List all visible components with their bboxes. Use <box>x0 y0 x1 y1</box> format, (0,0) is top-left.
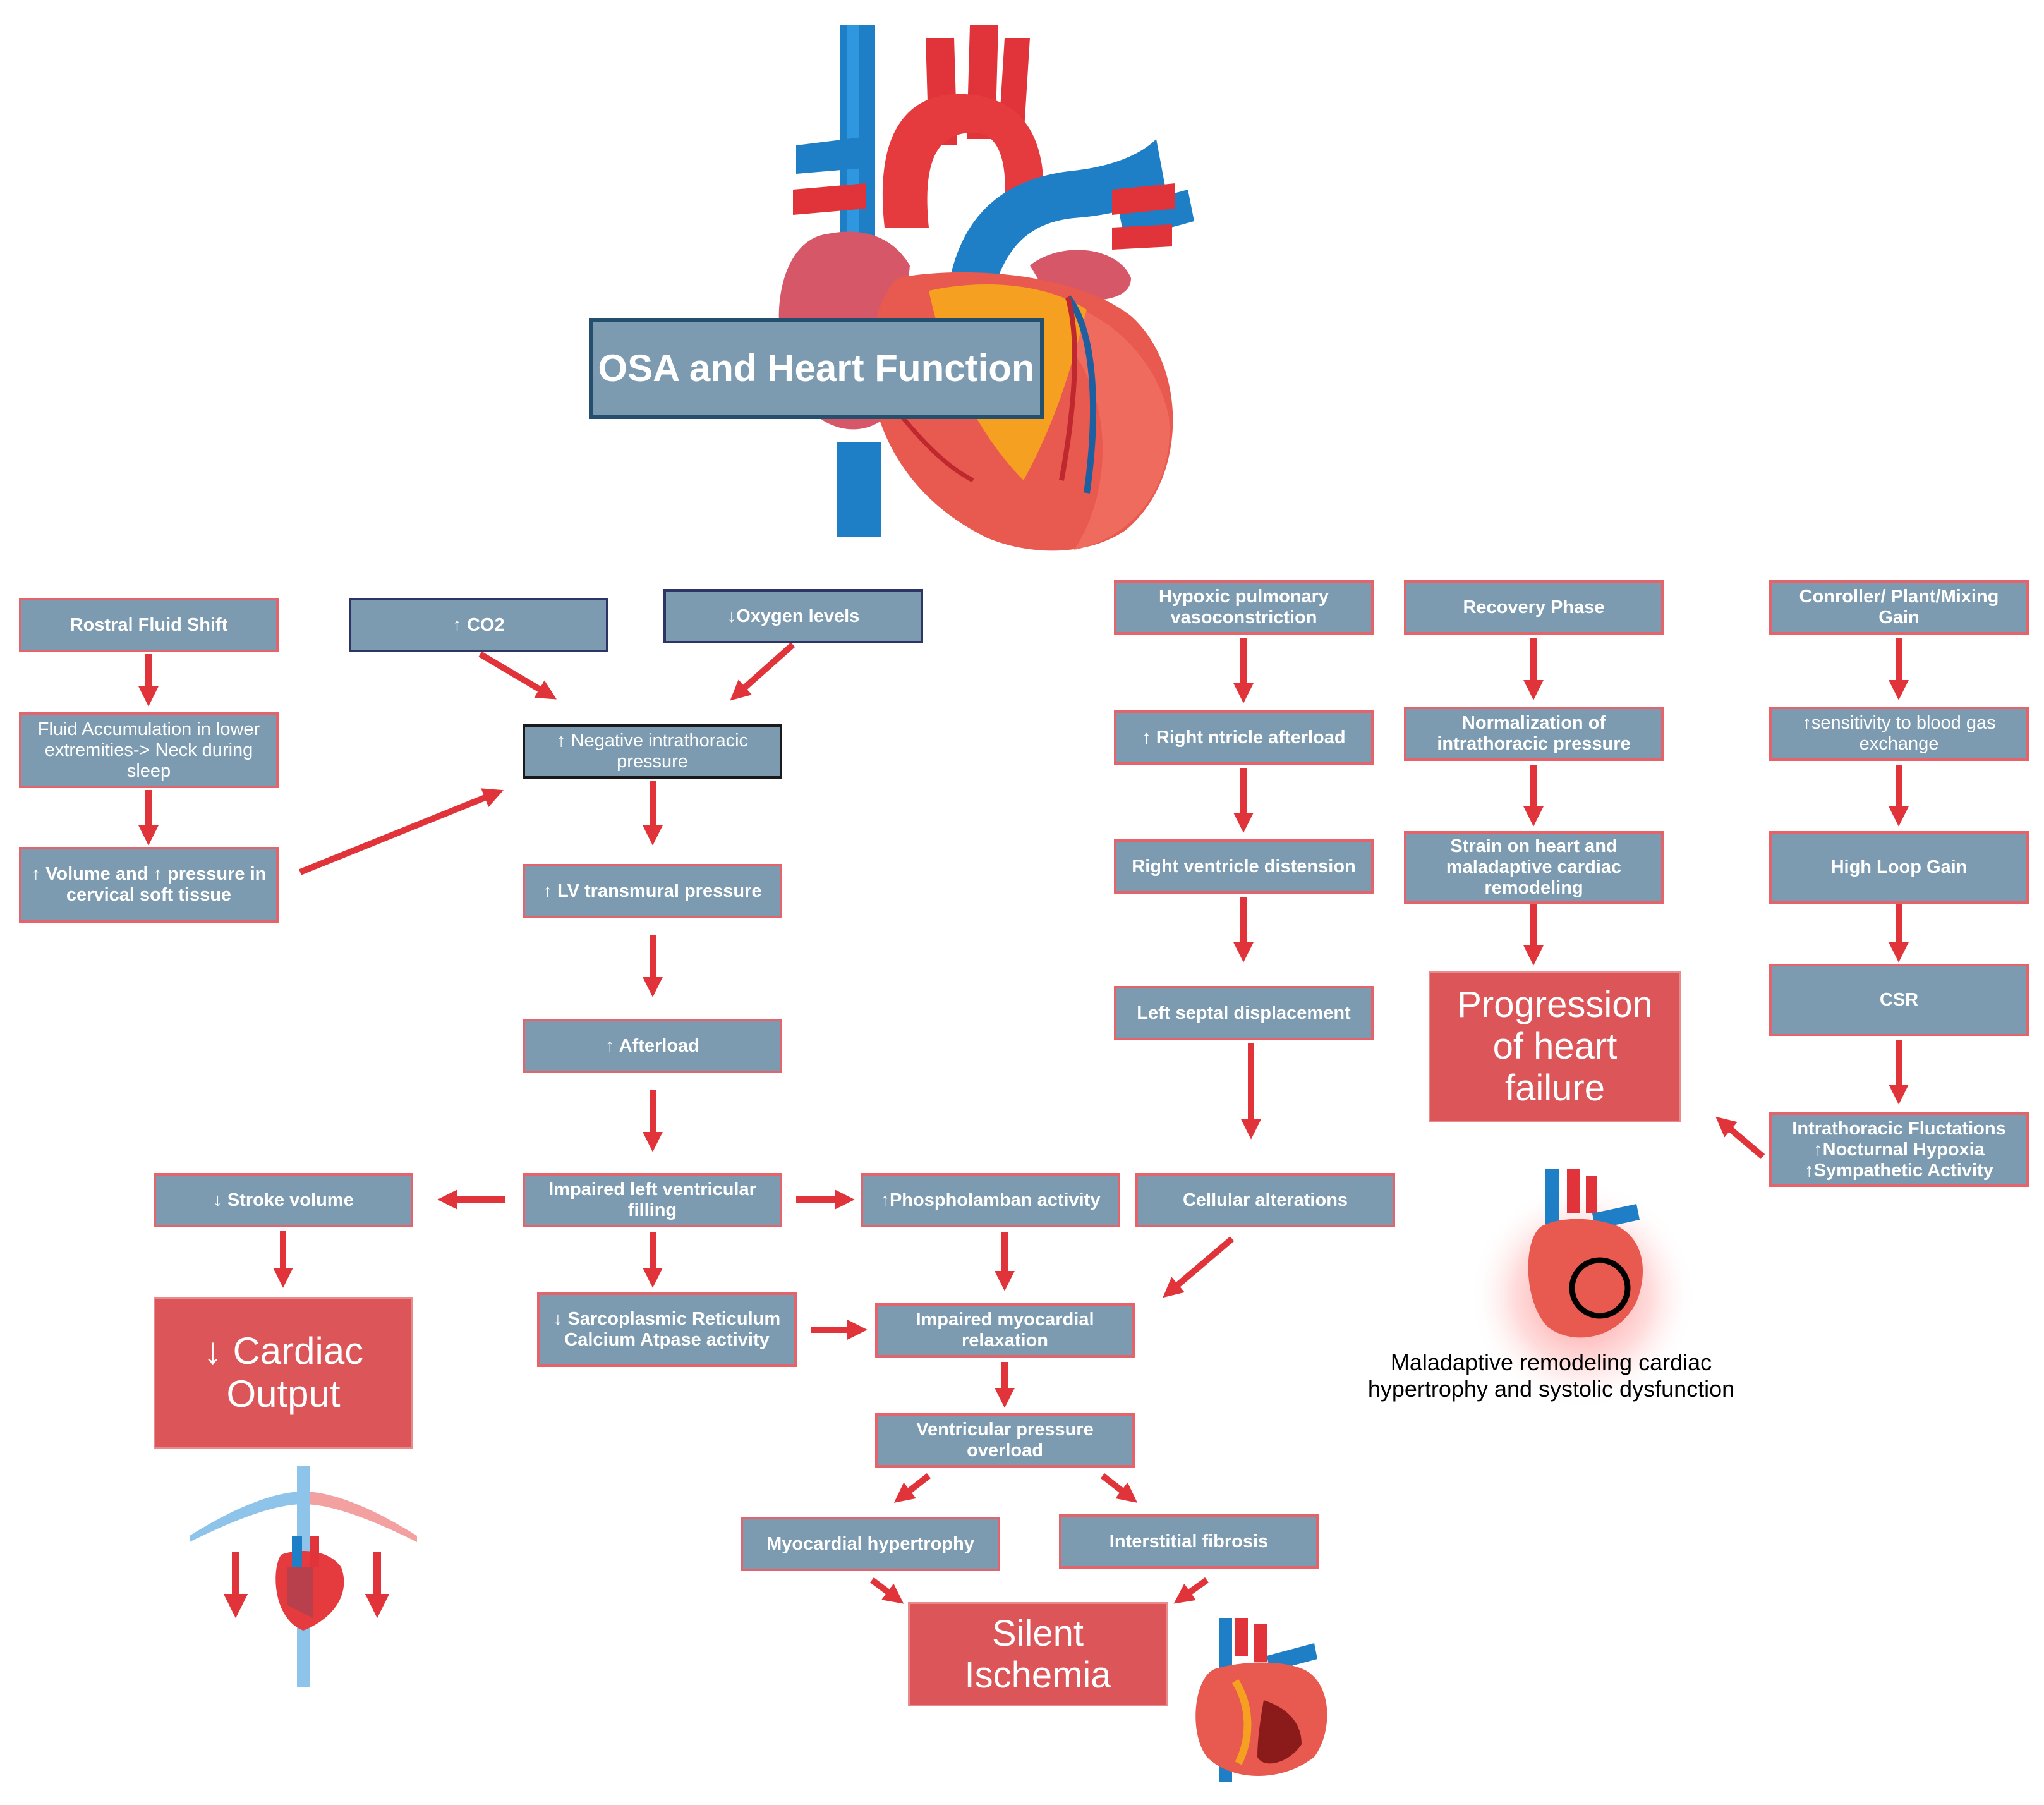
node-rv-distension: Right ventricle distension <box>1114 839 1374 894</box>
node-impaired-lv-filling: Impaired left ventricular filling <box>523 1173 782 1227</box>
node-rostral-fluid-shift: Rostral Fluid Shift <box>19 598 279 652</box>
flow-arrows <box>138 638 1909 1604</box>
remodeling-caption: Maladaptive remodeling cardiac hypertrop… <box>1367 1349 1735 1402</box>
node-hypoxic-vasoconstriction: Hypoxic pulmonary vasoconstriction <box>1114 580 1374 635</box>
node-negative-intrathoracic: ↑ Negative intrathoracic pressure <box>523 724 782 779</box>
node-volume-pressure: ↑ Volume and ↑ pressure in cervical soft… <box>19 847 279 923</box>
node-sensitivity: ↑sensitivity to blood gas exchange <box>1769 707 2029 761</box>
outcome-heart-failure: Progression of heart failure <box>1429 971 1681 1122</box>
node-intrathoracic-fluctuations: Intrathoracic Fluctations ↑Nocturnal Hyp… <box>1769 1112 2029 1187</box>
node-sarcoplasmic: ↓ Sarcoplasmic Reticulum Calcium Atpase … <box>537 1292 797 1367</box>
node-fluid-accumulation: Fluid Accumulation in lower extremities-… <box>19 712 279 788</box>
node-impaired-myocardial: Impaired myocardial relaxation <box>875 1303 1135 1358</box>
outcome-cardiac-output: ↓ Cardiac Output <box>154 1297 413 1449</box>
node-left-septal: Left septal displacement <box>1114 986 1374 1040</box>
node-high-loop-gain: High Loop Gain <box>1769 831 2029 904</box>
anatomical-heart-icon <box>778 25 1194 551</box>
node-co2: ↑ CO2 <box>349 598 608 652</box>
node-oxygen-levels: ↓Oxygen levels <box>663 589 923 643</box>
node-csr: CSR <box>1769 964 2029 1036</box>
node-normalization: Normalization of intrathoracic pressure <box>1404 707 1664 761</box>
diagram-title: OSA and Heart Function <box>589 318 1044 419</box>
node-interstitial-fibrosis: Interstitial fibrosis <box>1059 1514 1319 1569</box>
node-controller-gain: Conroller/ Plant/Mixing Gain <box>1769 580 2029 635</box>
node-stroke-volume: ↓ Stroke volume <box>154 1173 413 1227</box>
node-lv-transmural: ↑ LV transmural pressure <box>523 864 782 918</box>
damaged-heart-icon <box>1195 1618 1327 1782</box>
heart-with-vessels-icon <box>190 1466 417 1687</box>
node-ventricular-overload: Ventricular pressure overload <box>875 1413 1135 1468</box>
node-myocardial-hypertrophy: Myocardial hypertrophy <box>741 1517 1000 1571</box>
node-phospholamban: ↑Phospholamban activity <box>861 1173 1120 1227</box>
glowing-heart-icon <box>1469 1169 1696 1409</box>
node-recovery-phase: Recovery Phase <box>1404 580 1664 635</box>
node-cellular-alterations: Cellular alterations <box>1135 1173 1395 1227</box>
outcome-silent-ischemia: Silent Ischemia <box>908 1602 1168 1706</box>
node-strain: Strain on heart and maladaptive cardiac … <box>1404 831 1664 904</box>
node-afterload: ↑ Afterload <box>523 1019 782 1073</box>
node-right-afterload: ↑ Right ntricle afterload <box>1114 710 1374 765</box>
